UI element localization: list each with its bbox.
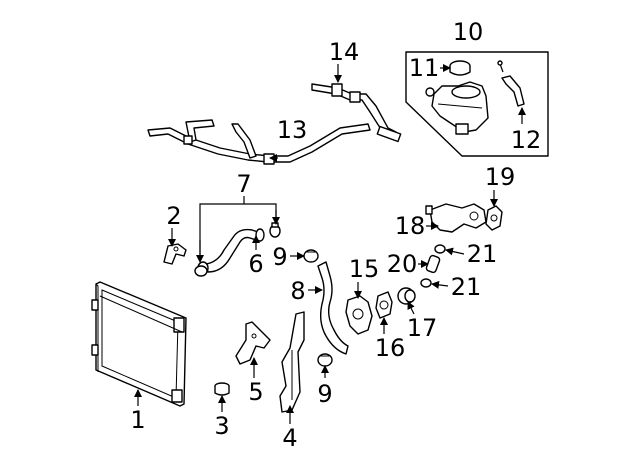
callout-21-upper: 21 [467,240,498,268]
radiator [91,281,187,407]
callout-16: 16 [375,334,406,362]
callout-2: 2 [166,202,181,230]
small-screw [497,60,504,73]
upper-hose [317,261,349,355]
callout-10: 10 [453,18,484,46]
callout-6: 6 [248,250,263,278]
housing-gasket [375,291,393,319]
reservoir-cap [449,60,471,76]
clamp-lower [317,353,333,367]
o-ring-lower [420,278,432,288]
reservoir-hose [501,75,525,107]
callout-3: 3 [214,412,229,440]
callout-18: 18 [395,212,426,240]
side-baffle [235,321,271,365]
hose-clamp [194,222,281,277]
callout-17: 17 [407,314,438,342]
callout-8: 8 [290,277,305,305]
callout-20: 20 [387,250,418,278]
callout-21-lower: 21 [451,273,482,301]
outlet-gasket [485,205,503,231]
mount-bracket [163,243,187,265]
callout-15: 15 [349,255,380,283]
clamp-upper [303,249,319,263]
air-deflector [279,311,305,413]
thermostat [397,287,416,305]
heater-hose-assembly [147,119,371,165]
o-ring-upper [434,244,446,254]
drain-plug [214,382,230,396]
leader-lines [134,64,526,424]
coolant-reservoir [425,81,489,135]
coolant-pipe [311,83,402,143]
callout-1: 1 [130,406,145,434]
callout-19: 19 [485,163,516,191]
callout-9-upper: 9 [272,243,287,271]
callout-9-lower: 9 [317,380,332,408]
callout-5: 5 [248,378,263,406]
callout-labels: 1 2 3 4 5 6 7 8 9 9 10 11 12 13 14 15 16… [130,18,541,452]
callout-11: 11 [409,54,440,82]
water-outlet [425,203,487,233]
callout-12: 12 [511,126,542,154]
callout-13: 13 [277,116,308,144]
callout-14: 14 [329,38,360,66]
callout-4: 4 [282,424,297,452]
thermostat-housing [345,295,373,335]
callout-7: 7 [236,170,251,198]
